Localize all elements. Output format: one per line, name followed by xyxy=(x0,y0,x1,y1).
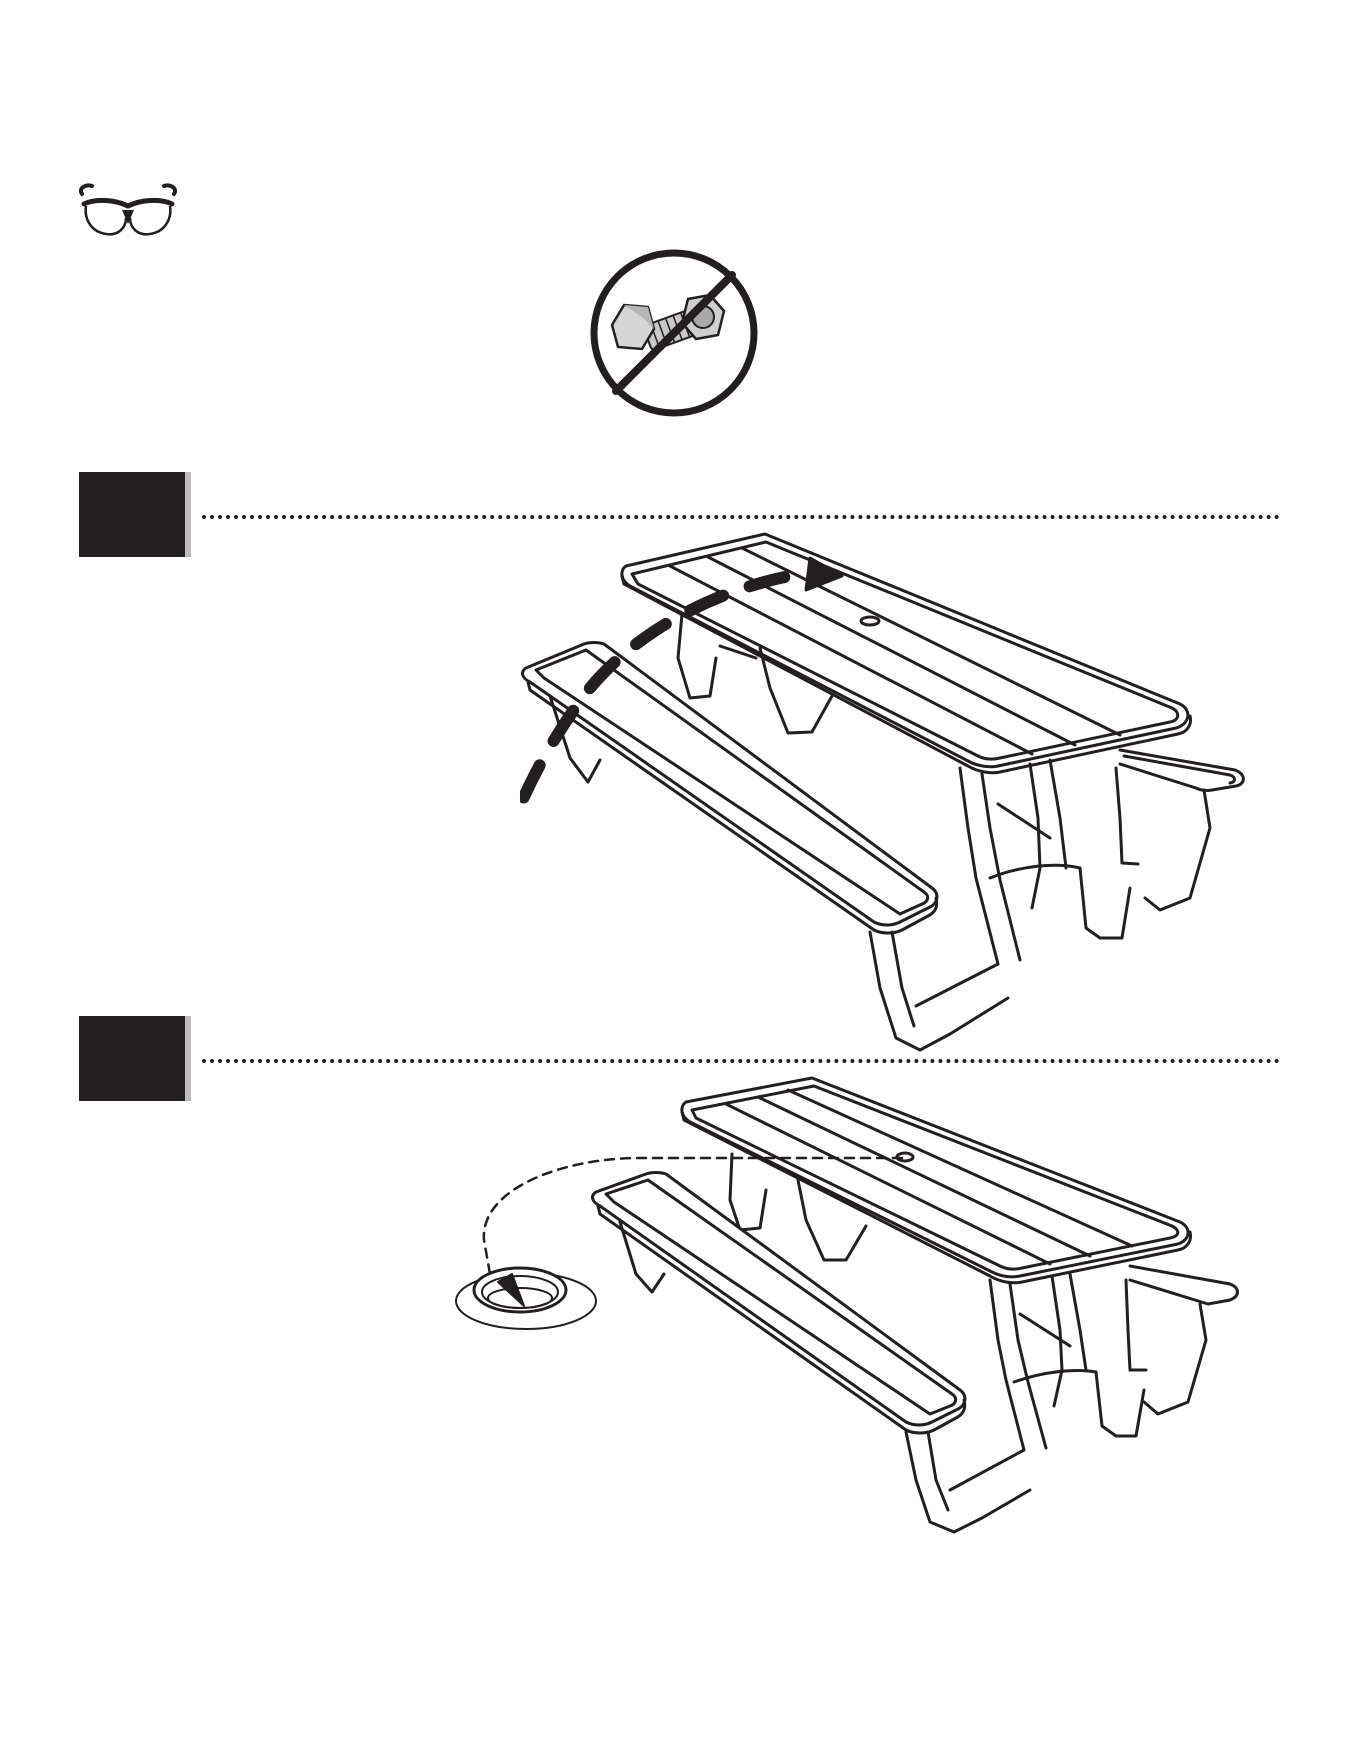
step-1-number-box xyxy=(79,472,185,557)
safety-glasses-icon xyxy=(76,180,180,240)
step-1-divider xyxy=(202,515,1280,519)
step-1-illustration xyxy=(520,528,1270,1058)
step-2-number-box xyxy=(79,1016,185,1101)
step-2-illustration xyxy=(450,1070,1270,1550)
no-hardware-icon xyxy=(588,247,760,419)
step-2-divider xyxy=(202,1059,1280,1063)
